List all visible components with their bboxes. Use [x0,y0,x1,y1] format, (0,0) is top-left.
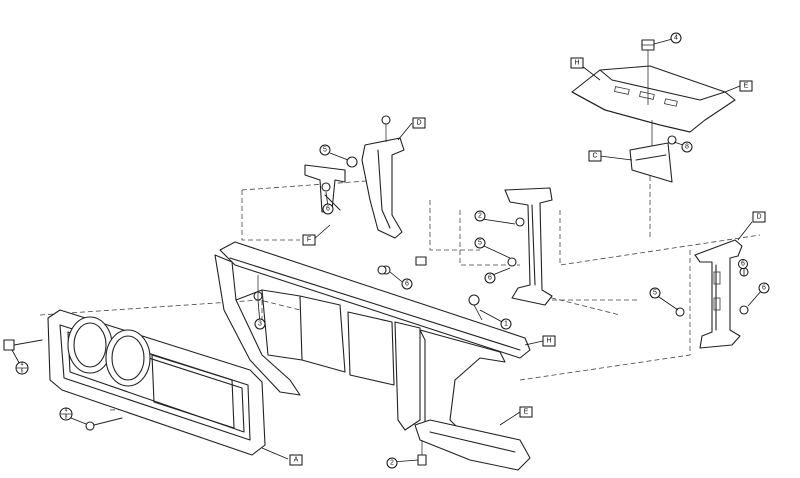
callout-E-bottom: E [519,406,533,418]
callout-H-mid: H [542,335,556,347]
svg-text:6: 6 [21,369,24,375]
fastener-marker-6: 6 [322,203,334,215]
svg-text:4: 4 [21,362,24,368]
headlamp-bezel [47,309,266,456]
fastener-marker-2: 2 [474,210,486,222]
loose-fasteners [3,265,483,466]
svg-text:2: 2 [390,460,394,467]
top-support-bracket [571,39,736,183]
fastener-marker-4: 4 [670,32,682,44]
fastener-marker-5: 5 [319,144,331,156]
fastener-marker-2b: 2 [386,457,398,469]
fastener-marker-6b: 6 [484,272,496,284]
callout-D-top: D [412,117,426,129]
svg-text:6: 6 [405,281,409,288]
fastener-marker-split-left: 4 6 [15,361,29,375]
svg-text:D: D [756,214,761,221]
svg-text:5: 5 [323,147,327,154]
fastener-marker-split-screw: 4 8 [59,407,73,421]
svg-text:H: H [546,338,551,345]
callout-C: C [588,150,602,162]
center-mounting-bracket [504,187,553,306]
svg-text:4: 4 [65,408,68,414]
fastener-marker-1: 1 [500,318,512,330]
svg-text:A: A [294,457,299,464]
upper-mounting-bracket [346,115,405,239]
svg-text:5: 5 [653,290,657,297]
svg-text:E: E [524,409,529,416]
right-vertical-bracket [675,239,749,349]
svg-text:C: C [592,153,597,160]
fastener-marker-6c: 6 [401,278,413,290]
fastener-marker-5c: 5 [649,287,661,299]
svg-text:F: F [307,237,311,244]
svg-text:8: 8 [685,144,689,151]
svg-text:3: 3 [258,321,262,328]
callout-E-top: E [739,80,753,92]
callout-A: A [289,454,303,466]
fastener-marker-3: 3 [254,318,266,330]
fastener-marker-5b: 5 [474,237,486,249]
svg-text:H: H [574,60,579,67]
svg-text:2: 2 [478,213,482,220]
svg-text:D: D [416,120,421,127]
callout-H-top: H [570,57,584,69]
svg-text:4: 4 [674,35,678,42]
svg-text:6: 6 [326,206,330,213]
radiator-support-frame [214,241,531,471]
callout-D-right: D [752,211,766,223]
svg-text:6: 6 [762,285,766,292]
svg-text:5: 5 [478,240,482,247]
svg-text:1: 1 [504,321,508,328]
callout-F: F [302,234,316,246]
fastener-marker-8: 8 [681,141,693,153]
svg-text:6: 6 [488,275,492,282]
svg-text:E: E [744,83,749,90]
fastener-marker-6d: 6 [758,282,770,294]
fastener-marker-6e: 6 [738,259,748,269]
svg-text:6: 6 [741,261,745,268]
svg-text:8: 8 [65,415,68,421]
